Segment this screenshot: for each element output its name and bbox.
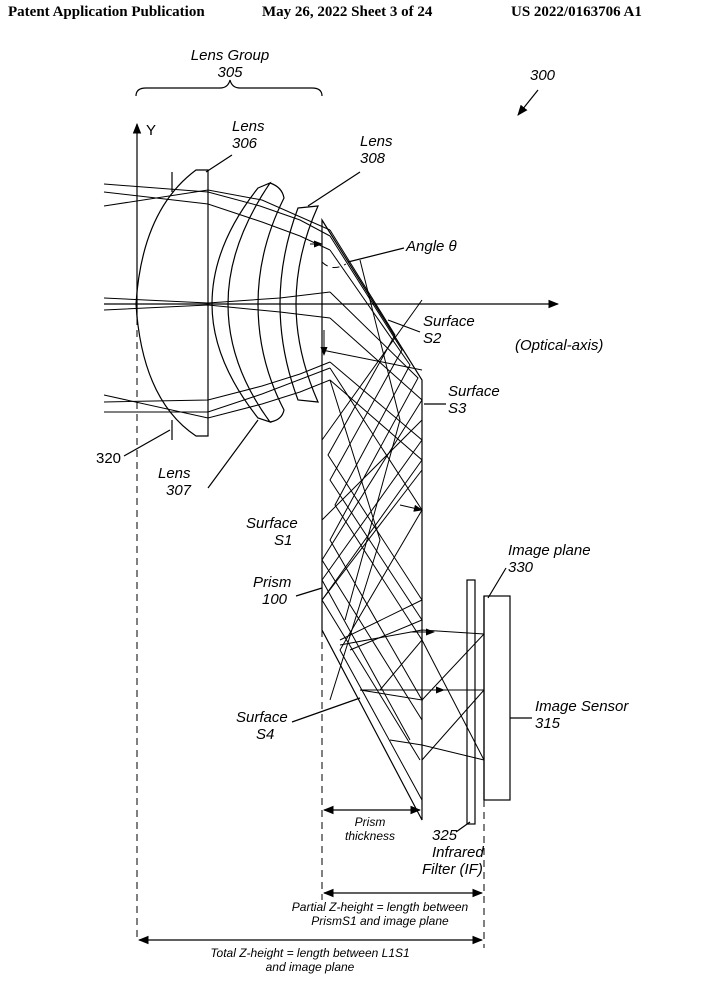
lens-group-number: 305 bbox=[217, 64, 243, 81]
z-axis-sublabel: (Optical-axis) bbox=[515, 337, 603, 354]
lens-307-number: 307 bbox=[166, 482, 192, 499]
image-plane-label: Image plane bbox=[508, 542, 591, 559]
exit-rays bbox=[339, 629, 485, 761]
lens-307-label: Lens bbox=[158, 465, 191, 482]
surface-s1-number: S1 bbox=[274, 532, 292, 549]
surface-s3-number: S3 bbox=[448, 400, 467, 417]
date-and-sheet: May 26, 2022 Sheet 3 of 24 bbox=[262, 4, 433, 20]
lens-307-leader bbox=[207, 419, 259, 489]
surface-s2-label: Surface bbox=[423, 313, 475, 330]
infrared-filter bbox=[466, 579, 476, 825]
surface-s2-number: S2 bbox=[423, 330, 442, 347]
lens-307-rear bbox=[257, 182, 285, 423]
angle-arc bbox=[321, 261, 347, 268]
image-sensor-label: Image Sensor bbox=[535, 698, 629, 715]
surface-s3-label: Surface bbox=[448, 383, 500, 400]
ref-320: 320 bbox=[96, 450, 121, 467]
prism-thickness-label-2: thickness bbox=[345, 829, 395, 843]
lens-306-number: 306 bbox=[232, 135, 258, 152]
filter-leader bbox=[455, 821, 471, 833]
partial-z-label-1: Partial Z-height = length between bbox=[292, 900, 469, 914]
lens-group-bracket bbox=[135, 79, 323, 97]
prism-number: 100 bbox=[262, 591, 288, 608]
angle-label: Angle θ bbox=[405, 238, 457, 255]
surface-s4-leader bbox=[291, 697, 361, 723]
ref-300-arrow bbox=[517, 89, 539, 116]
image-sensor-number: 315 bbox=[535, 715, 561, 732]
surface-s1-label: Surface bbox=[246, 515, 298, 532]
ref-320-leader bbox=[123, 429, 171, 457]
lens-group-label: Lens Group bbox=[191, 47, 269, 64]
total-z-label-2: and image plane bbox=[266, 960, 355, 974]
lens-306-leader bbox=[205, 154, 233, 173]
ref-300: 300 bbox=[530, 67, 556, 84]
filter-number: 325 bbox=[432, 827, 458, 844]
image-plane-leader bbox=[487, 567, 507, 599]
publication-title: Patent Application Publication bbox=[8, 4, 205, 20]
ray-arrow-3 bbox=[399, 504, 423, 512]
surface-s2-leader bbox=[387, 319, 421, 333]
surface-s4-number: S4 bbox=[256, 726, 274, 743]
lens-306 bbox=[135, 169, 209, 437]
prism-100 bbox=[321, 217, 423, 821]
surface-s4-label: Surface bbox=[236, 709, 288, 726]
image-sensor bbox=[483, 595, 511, 801]
lens-308 bbox=[279, 205, 319, 403]
filter-label-2: Filter (IF) bbox=[422, 861, 483, 878]
filter-label-1: Infrared bbox=[432, 844, 484, 861]
prism-label: Prism bbox=[253, 574, 291, 591]
prism-internal-rays bbox=[321, 229, 423, 801]
image-plane-number: 330 bbox=[508, 559, 534, 576]
entrance-rays bbox=[103, 183, 331, 419]
partial-z-label-2: PrismS1 and image plane bbox=[311, 914, 449, 928]
lens-308-number: 308 bbox=[360, 150, 386, 167]
publication-number: US 2022/0163706 A1 bbox=[511, 4, 642, 20]
prism-thickness-label-1: Prism bbox=[355, 815, 386, 829]
lens-308-leader bbox=[307, 171, 361, 207]
prism-leader bbox=[295, 587, 323, 597]
angle-leader bbox=[347, 247, 405, 263]
y-axis-label: Y bbox=[146, 122, 156, 139]
total-z-label-1: Total Z-height = length between L1S1 bbox=[210, 946, 409, 960]
lens-306-label: Lens bbox=[232, 118, 265, 135]
lens-308-label: Lens bbox=[360, 133, 393, 150]
